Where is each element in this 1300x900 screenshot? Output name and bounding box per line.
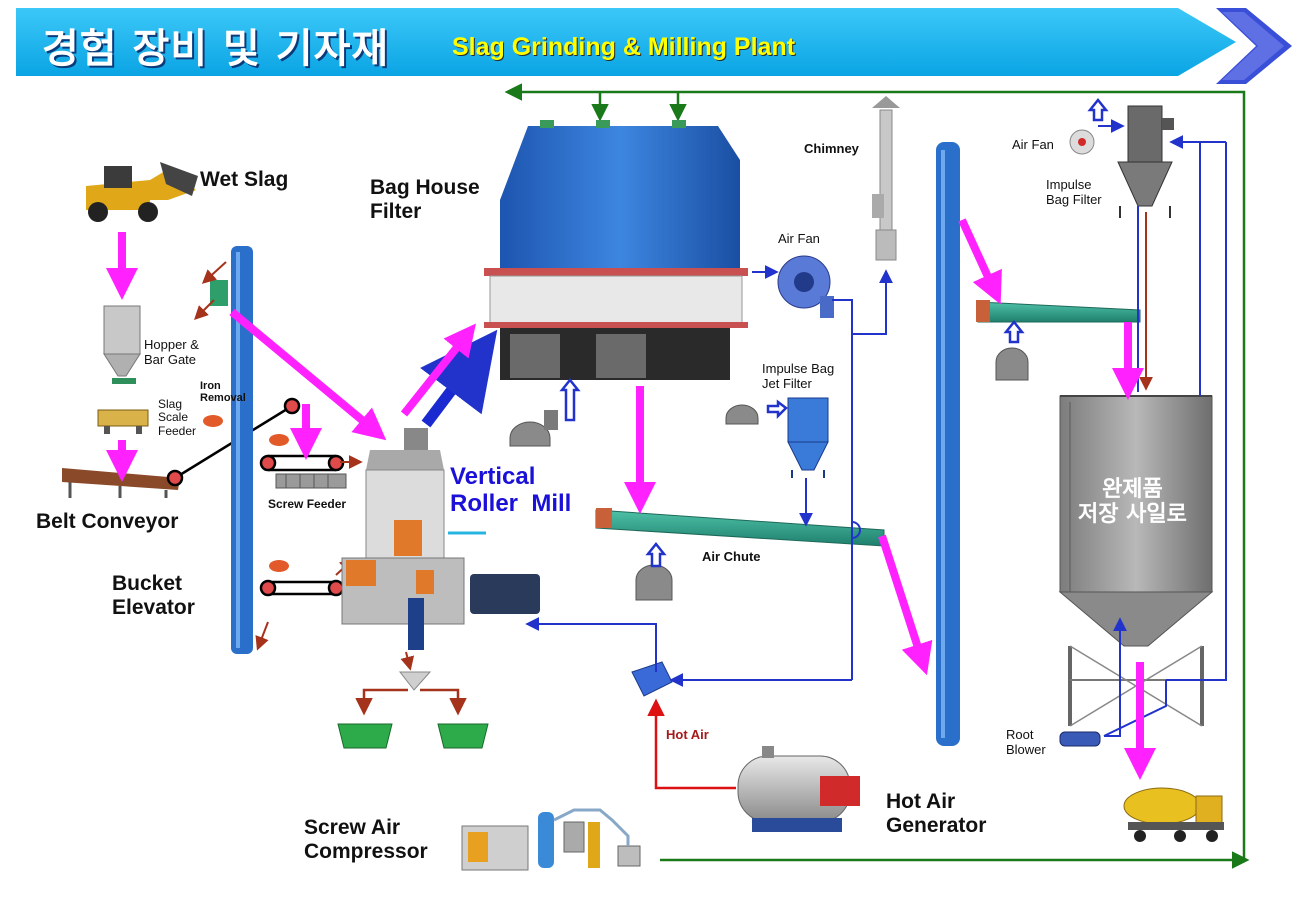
impulse-bag-jet-filter (787, 397, 829, 478)
label-impulse-bag-filter: Impulse Bag Filter (1046, 177, 1102, 207)
belt-conveyor-icon (62, 468, 180, 498)
feeder-belt-lower (259, 579, 345, 597)
air-fan-1 (777, 255, 834, 318)
banner-bar (16, 8, 1236, 76)
chimney (872, 96, 900, 261)
jet-filter-fan (725, 404, 759, 425)
header-banner (16, 8, 1292, 84)
label-silo: 완제품 저장 사일로 (1078, 477, 1187, 527)
air-chute-2 (976, 300, 1141, 323)
label-iron-removal: Iron Removal (200, 380, 246, 405)
label-impulse-bag-jet-filter: Impulse Bag Jet Filter (762, 361, 835, 391)
bucket-elevator-2 (936, 142, 960, 746)
hopper-icon (103, 305, 141, 384)
label-hot-air: Hot Air (666, 727, 709, 742)
scale-feeder-icon (97, 409, 149, 434)
impulse-bag-filter (1117, 105, 1174, 218)
product-silo (1058, 395, 1214, 727)
label-hopper: Hopper & Bar Gate (144, 337, 199, 367)
blower-fan-3 (995, 347, 1029, 381)
screw-air-compressor (461, 808, 641, 871)
hot-air-generator (737, 746, 860, 832)
label-bag-house-filter: Bag House Filter (370, 176, 480, 223)
air-duct-lines (525, 119, 1227, 737)
feeder-belt-upper (259, 454, 345, 472)
hot-air-line (647, 698, 736, 790)
blower-fan-2 (635, 564, 673, 601)
air-fan-2 (1069, 129, 1095, 155)
magnet-1 (269, 434, 289, 446)
compressed-air-line (504, 83, 1250, 869)
bag-house-filter (484, 120, 748, 380)
wheel-loader-icon (86, 162, 198, 222)
label-wet-slag: Wet Slag (200, 168, 289, 191)
label-hot-air-generator: Hot Air Generator (886, 790, 987, 837)
page-title: 경험 장비 및 기자재 (42, 26, 390, 72)
air-supply-arrows (559, 97, 1109, 568)
root-blower (1059, 731, 1101, 747)
label-slag-scale-feeder: Slag Scale Feeder (158, 397, 197, 438)
hot-air-damper (631, 661, 673, 697)
label-air-chute: Air Chute (702, 549, 761, 564)
label-belt-conveyor: Belt Conveyor (36, 510, 179, 533)
air-chute-1 (595, 508, 885, 547)
page-subtitle: Slag Grinding & Milling Plant (452, 33, 796, 61)
screw-feeder-icon (275, 473, 347, 489)
label-air-fan-1: Air Fan (778, 231, 820, 246)
material-flow-arrows (106, 218, 1156, 780)
label-vertical-roller-mill: Vertical Roller Mill (450, 463, 572, 517)
label-chimney: Chimney (804, 141, 859, 156)
mill-to-baghouse-air (420, 329, 498, 428)
mixer-truck-icon (1123, 787, 1224, 842)
vertical-roller-mill (341, 428, 540, 650)
bucket-elevator-1 (194, 246, 269, 654)
chevron-highlight (1222, 12, 1284, 80)
blower-fan-1 (509, 410, 558, 447)
label-air-fan-2: Air Fan (1012, 137, 1054, 152)
reject-bins (337, 651, 489, 749)
label-screw-feeder: Screw Feeder (268, 497, 347, 511)
label-screw-air-compressor: Screw Air Compressor (304, 816, 428, 863)
magnet-2 (269, 560, 289, 572)
label-root-blower: Root Blower (1006, 727, 1046, 757)
label-bucket-elevator: Bucket Elevator (112, 572, 195, 619)
iron-removal-magnet (203, 415, 223, 427)
